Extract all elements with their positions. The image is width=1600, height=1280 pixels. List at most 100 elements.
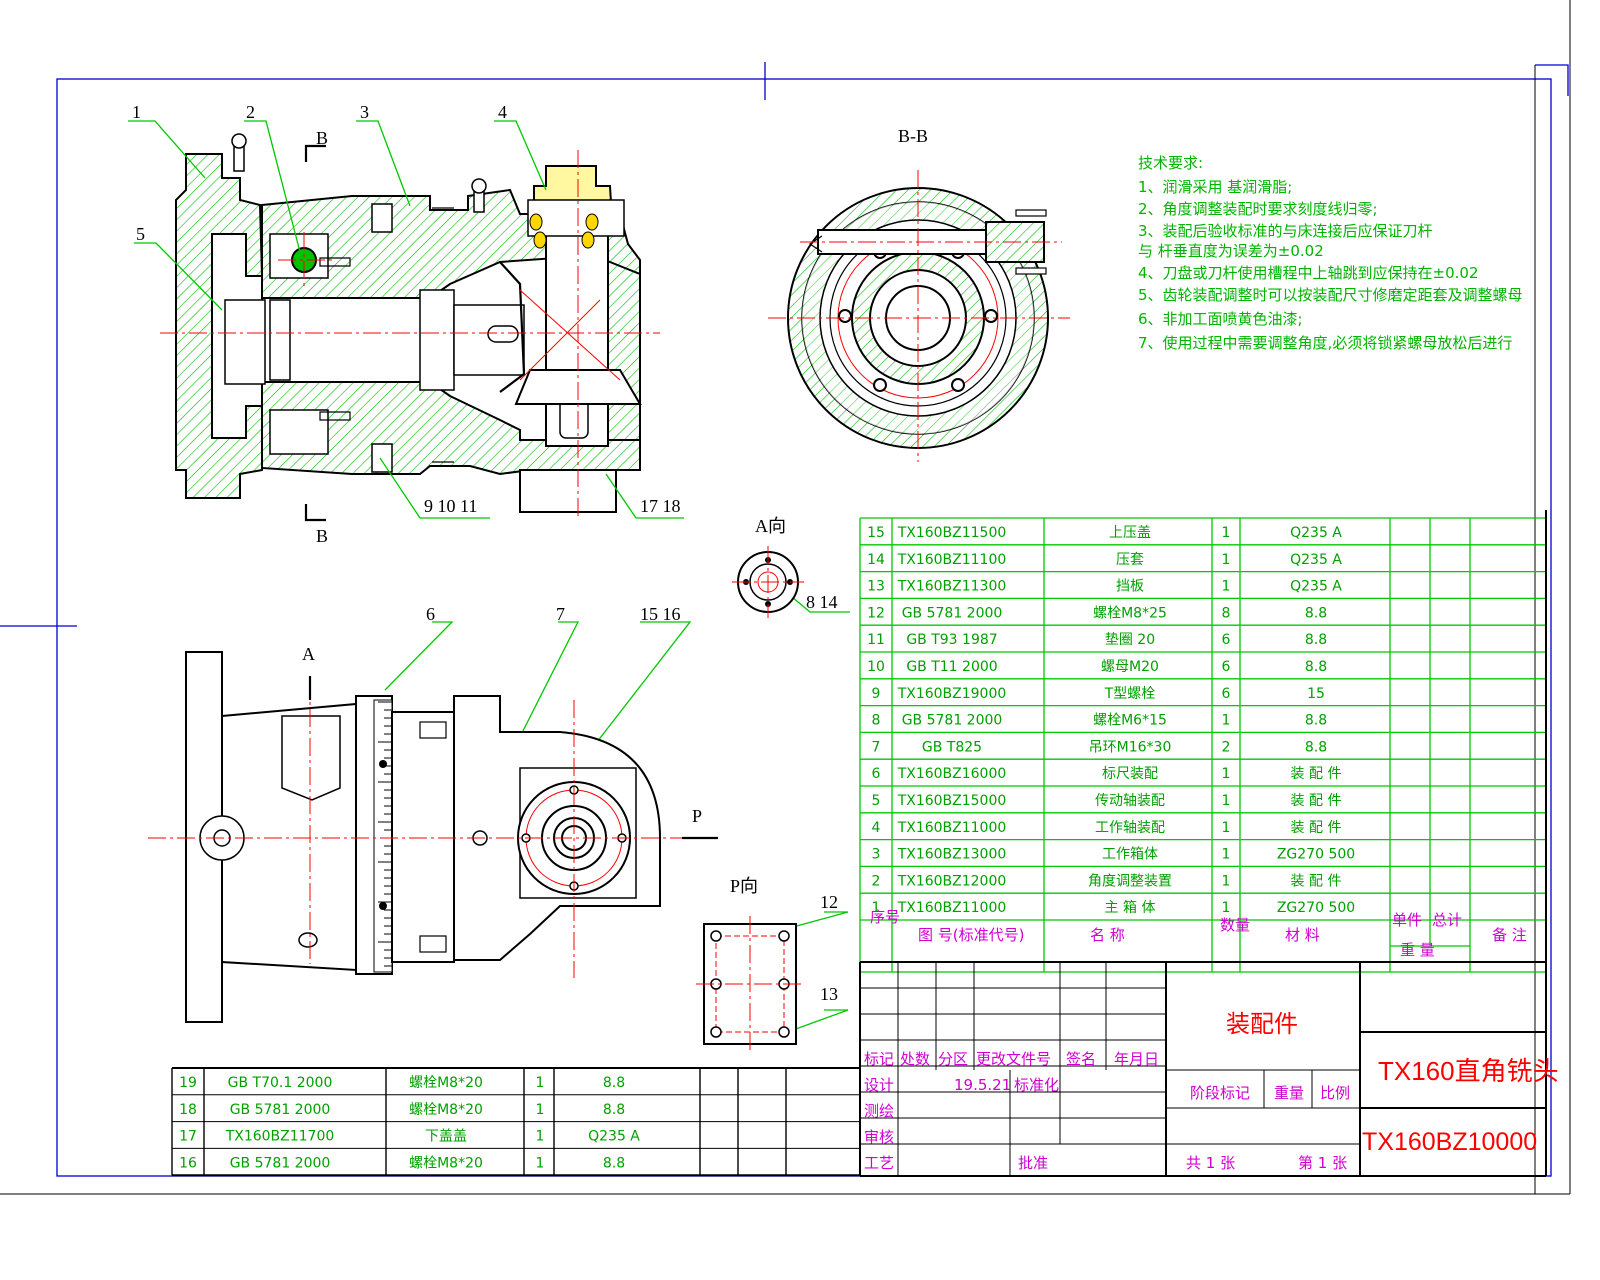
callout-1: 1 — [132, 102, 141, 122]
bom-cell: 13 — [867, 579, 885, 595]
tb-design: 设计 — [864, 1076, 894, 1094]
tb-drawing-title: TX160直角铣头 — [1378, 1056, 1559, 1086]
bearing-icon — [529, 213, 599, 249]
technical-requirements: 技术要求: 1、润滑采用 基润滑脂; 2、角度调整装配时要求刻度线归零; 3、装… — [1138, 154, 1523, 352]
bom-cell: 1 — [1222, 579, 1231, 595]
bom-cell: GB 5781 2000 — [902, 605, 1003, 621]
bom-header-weight: 重 量 — [1400, 941, 1435, 959]
tb-change-doc: 更改文件号 — [976, 1050, 1051, 1068]
callout-6: 6 — [426, 604, 435, 624]
bom-cell: 14 — [867, 552, 885, 568]
tech-req-item: 4、刀盘或刀杆使用槽程中上轴跳到应保持在±0.02 — [1138, 264, 1479, 282]
bom-cell: 8.8 — [1305, 713, 1327, 729]
tb-weight: 重量 — [1274, 1084, 1304, 1102]
front-view — [148, 651, 718, 1023]
tb-total-sheets: 共 1 张 — [1186, 1154, 1235, 1172]
bom-cell: TX160BZ13000 — [897, 847, 1007, 863]
bom-grid — [859, 517, 1547, 973]
title-block-grid — [859, 510, 1547, 1177]
view-p-arrow-label: P — [692, 806, 702, 826]
scale-ticks — [378, 701, 392, 975]
bom-cell: TX160BZ11000 — [897, 820, 1007, 836]
bom-lower-cell: 1 — [536, 1075, 545, 1091]
bom-lower-cell: 8.8 — [603, 1102, 625, 1118]
bom-cell: 1 — [1222, 552, 1231, 568]
tb-date-value: 19.5.21 — [954, 1076, 1011, 1094]
callout-5: 5 — [136, 224, 145, 244]
bom-cell: 角度调整装置 — [1088, 873, 1172, 889]
bom-lower-cell: 螺栓M8*20 — [409, 1075, 483, 1091]
bom-cell: ZG270 500 — [1277, 900, 1355, 916]
callout-4: 4 — [498, 102, 507, 122]
bom-cell: 5 — [872, 793, 881, 809]
tb-process: 工艺 — [864, 1154, 894, 1172]
view-a-arrow-label: A — [302, 644, 315, 664]
callout-13: 13 — [820, 984, 838, 1004]
bom-cell: 6 — [872, 766, 881, 782]
bom-cell: 装 配 件 — [1291, 793, 1342, 809]
bom-cell: 8.8 — [1305, 739, 1327, 755]
bom-cell: 10 — [867, 659, 885, 675]
bom-cell: 11 — [867, 632, 885, 648]
bom-header-total: 总计 — [1432, 911, 1462, 929]
bom-cell: TX160BZ19000 — [897, 686, 1007, 702]
tb-sheet-no: 第 1 张 — [1298, 1154, 1347, 1172]
bom-cell: 3 — [872, 847, 881, 863]
bom-lower-cell: 螺栓M8*20 — [409, 1102, 483, 1118]
bom-cell: 8.8 — [1305, 605, 1327, 621]
bom-cell: GB 5781 2000 — [902, 713, 1003, 729]
bom-cell: TX160BZ11300 — [897, 579, 1007, 595]
bom-cell: 上压盖 — [1109, 525, 1151, 541]
tb-standardize: 标准化 — [1014, 1076, 1059, 1094]
view-a-detail — [732, 546, 804, 618]
callout-12: 12 — [820, 892, 838, 912]
callout-labels: 1 2 3 4 5 9 10 11 17 18 6 7 15 16 8 14 1… — [132, 102, 928, 1004]
tb-drawing-number: TX160BZ10000 — [1362, 1128, 1537, 1156]
bom-cell: 15 — [867, 525, 885, 541]
tech-req-item: 与 杆垂直度为误差为±0.02 — [1138, 242, 1324, 260]
bom-cell: 传动轴装配 — [1095, 793, 1165, 809]
bom-lower-cell: 8.8 — [603, 1155, 625, 1171]
bom-cell: GB T11 2000 — [906, 659, 997, 675]
callout-2: 2 — [246, 102, 255, 122]
tb-sign: 签名 — [1066, 1050, 1096, 1068]
bom-cell: 6 — [1222, 632, 1231, 648]
section-view-main — [160, 133, 660, 522]
bom-header-material: 材 料 — [1285, 926, 1320, 944]
bom-lower-cell: Q235 A — [588, 1129, 640, 1145]
bom-cell: 吊环M16*30 — [1089, 739, 1172, 755]
callout-15-16: 15 16 — [640, 604, 681, 624]
bom-cell: 工作箱体 — [1102, 847, 1158, 863]
bom-cell: 1 — [1222, 847, 1231, 863]
bom-cell: 15 — [1307, 686, 1325, 702]
bom-lower-cell: GB 5781 2000 — [230, 1155, 331, 1171]
bom-cell: Q235 A — [1290, 579, 1342, 595]
tb-review: 审核 — [864, 1128, 894, 1146]
tb-scale: 比例 — [1320, 1084, 1350, 1102]
bom-cell: 6 — [1222, 659, 1231, 675]
bom-cell: TX160BZ11100 — [897, 552, 1007, 568]
title-block: 标记 处数 分区 更改文件号 签名 年月日 设计 19.5.21 标准化 测绘 … — [859, 510, 1559, 1177]
bom-cell: GB T825 — [922, 739, 982, 755]
bom-lower-cell: 16 — [179, 1155, 197, 1171]
section-bb-title: B-B — [898, 126, 928, 146]
bom-cell: Q235 A — [1290, 525, 1342, 541]
bom-cell: 标尺装配 — [1102, 766, 1158, 782]
bom-header-unit: 单件 — [1392, 911, 1422, 929]
bom-cell: T型螺栓 — [1104, 686, 1156, 702]
bom-header-seq: 序号 — [870, 908, 900, 926]
bom-cell: 1 — [1222, 820, 1231, 836]
bom-cell: 1 — [1222, 900, 1231, 916]
tb-count: 处数 — [900, 1050, 930, 1068]
bom-cell: TX160BZ11500 — [897, 525, 1007, 541]
bom-cell: 压套 — [1116, 552, 1144, 568]
tb-approve: 批准 — [1018, 1154, 1048, 1172]
tb-mark: 标记 — [864, 1050, 894, 1068]
bom-cell: 8 — [1222, 605, 1231, 621]
bom-cell: 螺栓M6*15 — [1093, 713, 1167, 729]
bom-cell: 螺母M20 — [1101, 659, 1159, 675]
